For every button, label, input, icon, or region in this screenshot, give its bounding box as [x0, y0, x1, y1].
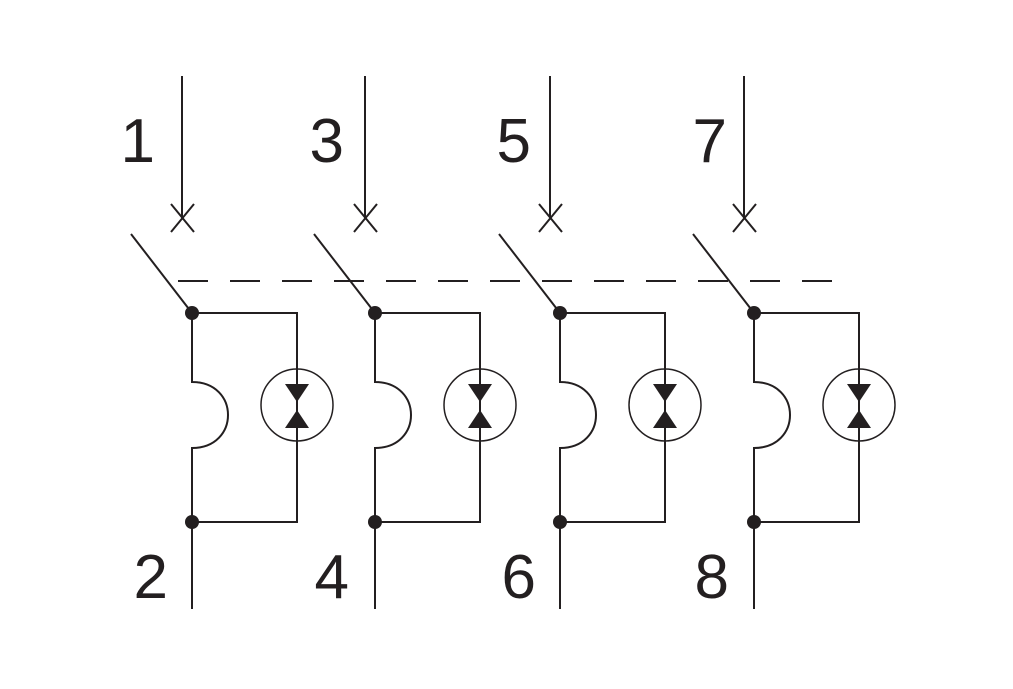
breaker-pole-4: 7 8: [692, 76, 896, 612]
thermal-trip-element-branch: [753, 313, 791, 522]
thermal-trip-element-branch: [374, 313, 412, 522]
magnetic-trip-coil-circle: [628, 368, 702, 442]
breaker-pole-1: 1 2: [121, 76, 334, 612]
switch-blade: [313, 233, 376, 314]
trip-arrow-up-icon: [653, 410, 677, 428]
isolator-contact-cross-icon: [538, 203, 563, 233]
trip-arrow-up-icon: [847, 410, 871, 428]
magnetic-trip-coil-circle: [443, 368, 517, 442]
trip-arrow-up-icon: [285, 410, 309, 428]
thermal-trip-element-branch: [191, 313, 229, 522]
switch-blade: [130, 233, 193, 314]
terminal-label-top: 5: [497, 107, 531, 176]
switch-blade: [692, 233, 755, 314]
trip-arrow-down-icon: [653, 384, 677, 402]
isolator-contact-cross-icon: [170, 203, 195, 233]
trip-arrow-down-icon: [847, 384, 871, 402]
magnetic-trip-coil-circle: [822, 368, 896, 442]
breaker-pole-2: 3 4: [310, 76, 517, 612]
switch-blade: [498, 233, 561, 314]
terminal-label-bottom: 4: [315, 543, 349, 612]
terminal-label-bottom: 2: [134, 543, 168, 612]
isolator-contact-cross-icon: [353, 203, 378, 233]
terminal-label-top: 3: [310, 107, 344, 176]
trip-arrow-up-icon: [468, 410, 492, 428]
terminal-label-bottom: 8: [695, 543, 729, 612]
isolator-contact-cross-icon: [732, 203, 757, 233]
terminal-label-top: 7: [693, 107, 727, 176]
thermal-trip-element-branch: [559, 313, 597, 522]
terminal-label-top: 1: [121, 107, 155, 176]
terminal-label-bottom: 6: [502, 543, 536, 612]
trip-arrow-down-icon: [468, 384, 492, 402]
magnetic-trip-coil-circle: [260, 368, 334, 442]
trip-arrow-down-icon: [285, 384, 309, 402]
breaker-pole-3: 5 6: [497, 76, 702, 612]
